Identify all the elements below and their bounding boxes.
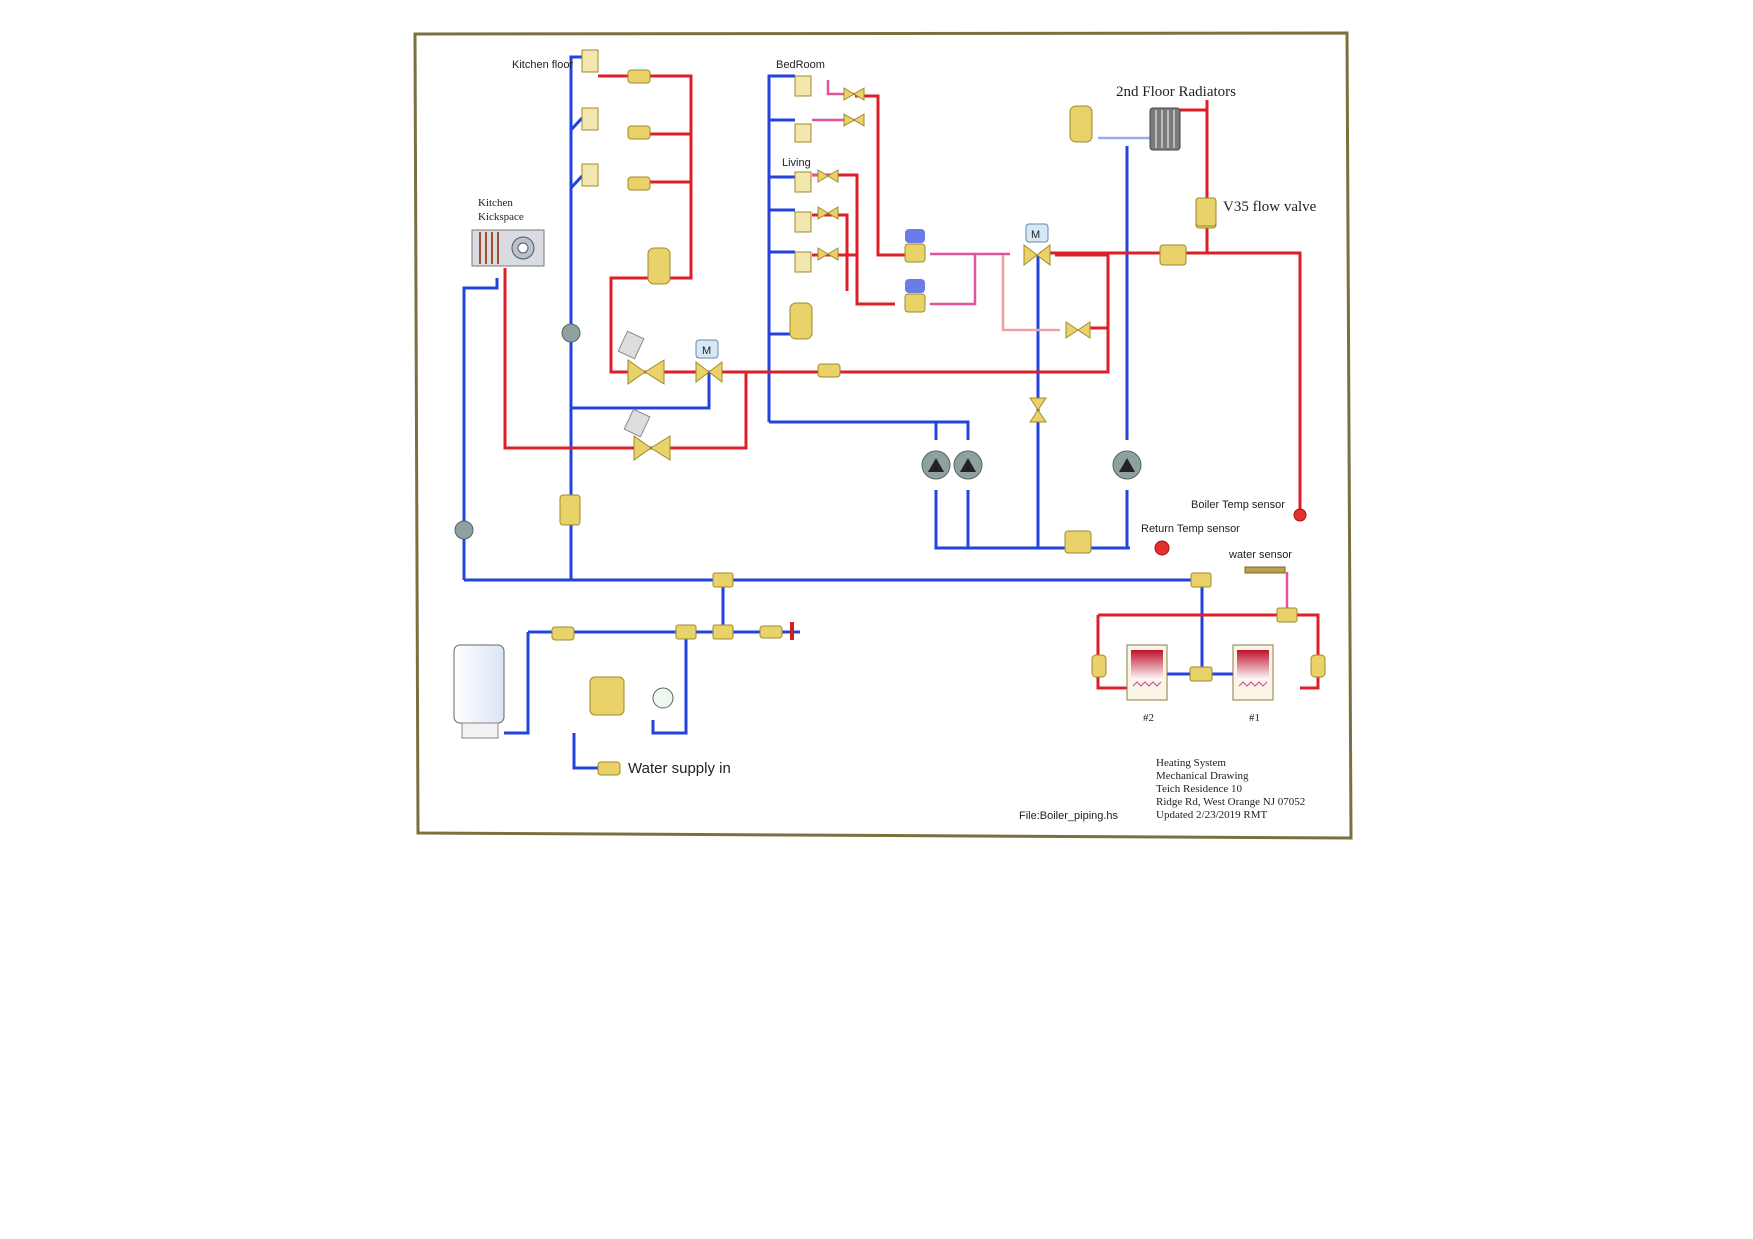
pink-piping	[812, 80, 1289, 608]
label-bedroom: BedRoom	[776, 59, 825, 71]
label-boiler-1: #1	[1249, 712, 1260, 724]
kickspace-heater-icon	[471, 229, 545, 267]
temp-sensor-icons	[1154, 508, 1307, 574]
radiator-icon	[1149, 107, 1181, 151]
label-kickspace: Kickspace	[478, 211, 524, 223]
kitchen-floor-manifold	[581, 49, 599, 187]
expansion-tank-icon	[453, 644, 505, 739]
boiler-side-valve-icons	[1091, 654, 1326, 678]
title-line-1: Heating System	[1156, 757, 1226, 769]
label-v35-flow-valve: V35 flow valve	[1223, 199, 1317, 215]
pressure-gauge-icon	[652, 687, 674, 709]
boiler-1-icon	[1232, 644, 1274, 701]
boiler-2-icon	[1126, 644, 1168, 701]
hose-bib-icon	[759, 622, 794, 640]
living-manifold	[794, 171, 812, 273]
v35-flow-valve-icon	[1195, 197, 1217, 227]
title-line-4: Ridge Rd, West Orange NJ 07052	[1156, 796, 1305, 808]
bedroom-manifold	[794, 75, 812, 143]
label-boiler-2: #2	[1143, 712, 1154, 724]
motor-label: M	[1031, 229, 1040, 241]
mixing-valve-icons	[695, 223, 1051, 384]
label-water-supply-in: Water supply in	[628, 760, 731, 777]
label-return-temp-sensor: Return Temp sensor	[1141, 523, 1240, 535]
zone-valve-icons	[904, 229, 926, 313]
label-second-floor-radiators: 2nd Floor Radiators	[1116, 84, 1236, 100]
supply-piping	[503, 74, 1320, 690]
return-piping	[462, 55, 1233, 770]
label-file-name: File:Boiler_piping.hs	[1019, 810, 1119, 822]
title-line-2: Mechanical Drawing	[1156, 770, 1249, 782]
thermostatic-valve-icons	[617, 330, 671, 461]
motor-label: M	[702, 345, 711, 357]
balancing-valve-icons	[817, 87, 865, 261]
title-block: Heating System Mechanical Drawing Teich …	[1156, 757, 1305, 821]
light-pink-piping	[1001, 255, 1060, 332]
title-line-5: Updated 2/23/2019 RMT	[1156, 809, 1267, 821]
label-living: Living	[782, 157, 811, 169]
label-water-sensor: water sensor	[1228, 549, 1292, 561]
title-line-3: Teich Residence 10	[1156, 783, 1242, 795]
tee-fitting-icons	[675, 572, 1298, 682]
label-kitchen-floor: Kitchen floor	[512, 59, 573, 71]
circulator-pump-icons	[454, 323, 1142, 540]
air-separator-icons	[589, 105, 1093, 716]
drawing-frame	[413, 31, 1353, 840]
label-boiler-temp-sensor: Boiler Temp sensor	[1191, 499, 1285, 511]
label-kitchen: Kitchen	[478, 197, 513, 209]
ball-valve-icons	[551, 69, 841, 776]
